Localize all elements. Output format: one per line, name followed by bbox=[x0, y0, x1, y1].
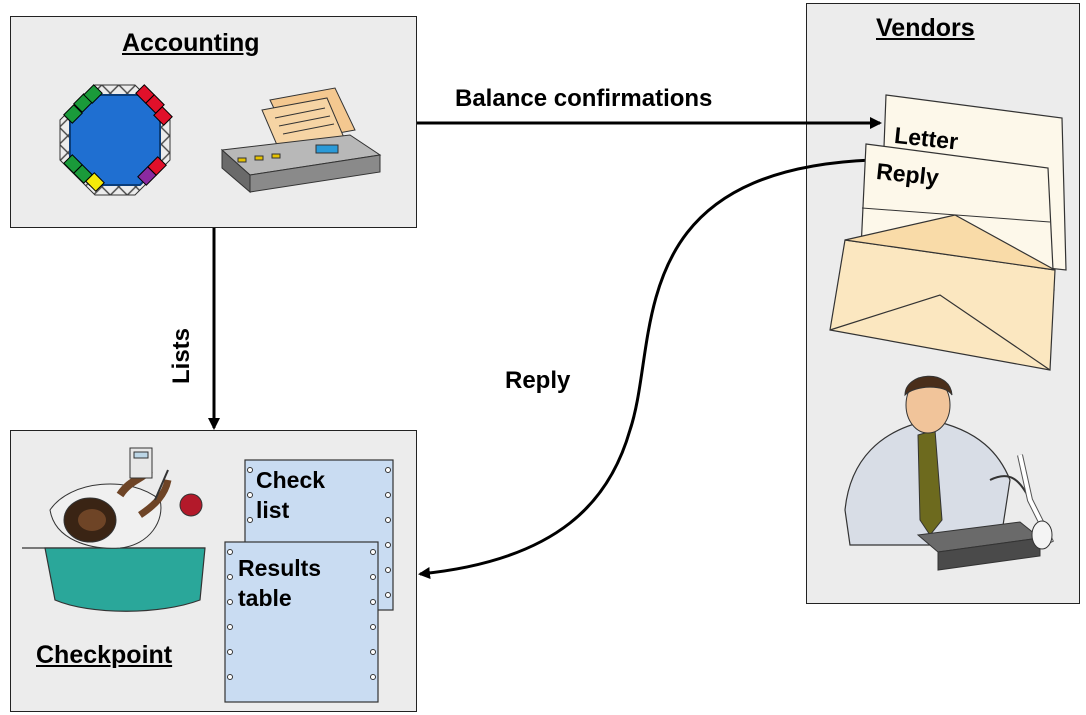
woman-with-calculator-icon bbox=[22, 447, 206, 612]
man-at-adding-machine-icon bbox=[844, 375, 1055, 571]
lists-label: Lists bbox=[168, 327, 195, 384]
checkpoint-title: Checkpoint bbox=[36, 641, 173, 669]
check-list-label-line2: list bbox=[256, 497, 290, 523]
printer-icon bbox=[220, 87, 382, 194]
results-table-document bbox=[224, 541, 379, 703]
results-table-label-line1: Results bbox=[238, 555, 322, 581]
balance-confirmations-label: Balance confirmations bbox=[455, 85, 713, 112]
check-list-label-line1: Check bbox=[256, 467, 326, 493]
reply-doc-label: Reply bbox=[875, 157, 941, 191]
network-chip-icon bbox=[59, 84, 173, 196]
reply-label: Reply bbox=[505, 367, 571, 394]
reply-arrow bbox=[418, 158, 873, 579]
results-table-label-line2: table bbox=[238, 585, 292, 611]
envelope-icon bbox=[829, 214, 1056, 371]
vendors-title: Vendors bbox=[876, 14, 975, 42]
accounting-title: Accounting bbox=[122, 29, 260, 57]
